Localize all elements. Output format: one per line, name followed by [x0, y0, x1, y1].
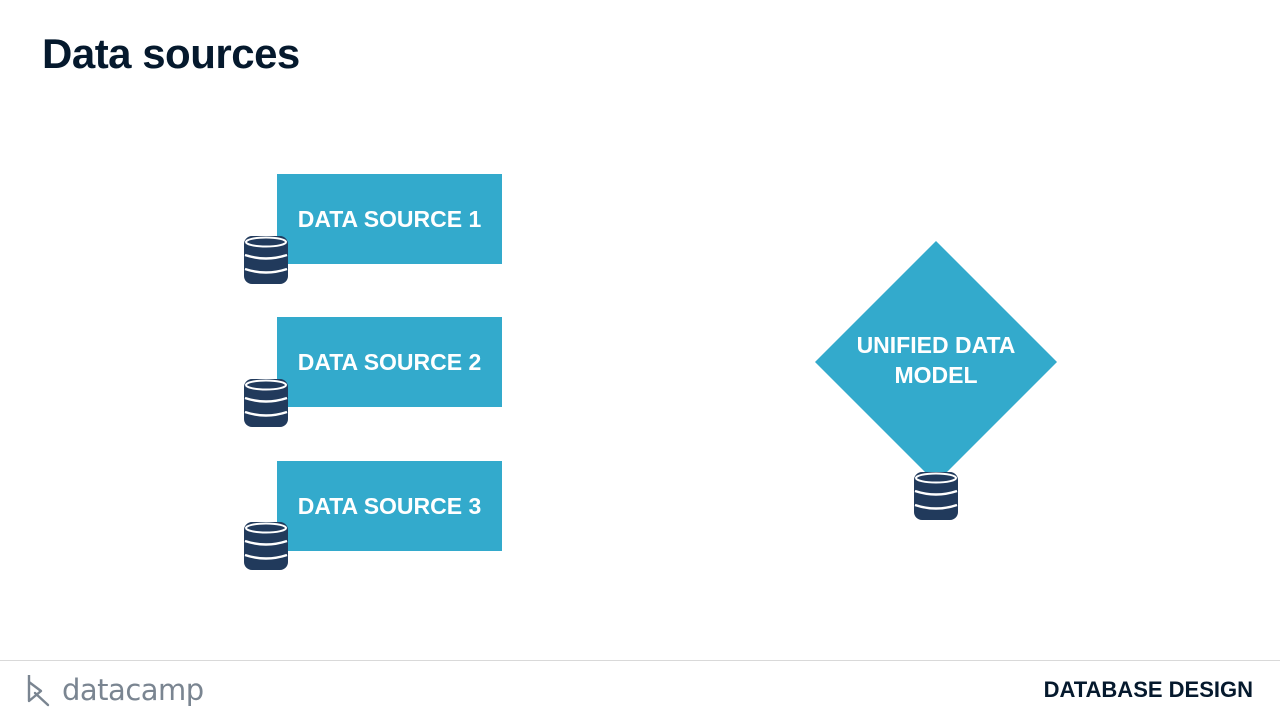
- database-icon: [244, 522, 288, 570]
- course-title: DATABASE DESIGN: [1043, 677, 1253, 702]
- data-source-1-box: DATA SOURCE 1: [277, 174, 502, 264]
- footer-divider: [0, 660, 1280, 661]
- database-icon: [914, 472, 958, 520]
- datacamp-logo-icon: [27, 675, 50, 707]
- data-source-2-box: DATA SOURCE 2: [277, 317, 502, 407]
- data-source-1-label: DATA SOURCE 1: [297, 205, 482, 232]
- unified-label-line-2: MODEL: [894, 362, 978, 388]
- datacamp-logo: datacamp: [26, 670, 204, 710]
- data-source-3-box: DATA SOURCE 3: [277, 461, 502, 551]
- unified-data-model-label: UNIFIED DATA MODEL: [814, 330, 1058, 390]
- datacamp-logo-text: datacamp: [62, 673, 204, 707]
- slide-title: Data sources: [42, 30, 300, 77]
- database-icon: [244, 379, 288, 427]
- unified-data-model-diamond: UNIFIED DATA MODEL: [814, 240, 1058, 484]
- data-source-3-label: DATA SOURCE 3: [297, 492, 482, 519]
- diamond-shape: [815, 241, 1057, 483]
- data-source-2-label: DATA SOURCE 2: [297, 348, 482, 375]
- unified-label-line-1: UNIFIED DATA: [856, 332, 1016, 358]
- database-icon: [244, 236, 288, 284]
